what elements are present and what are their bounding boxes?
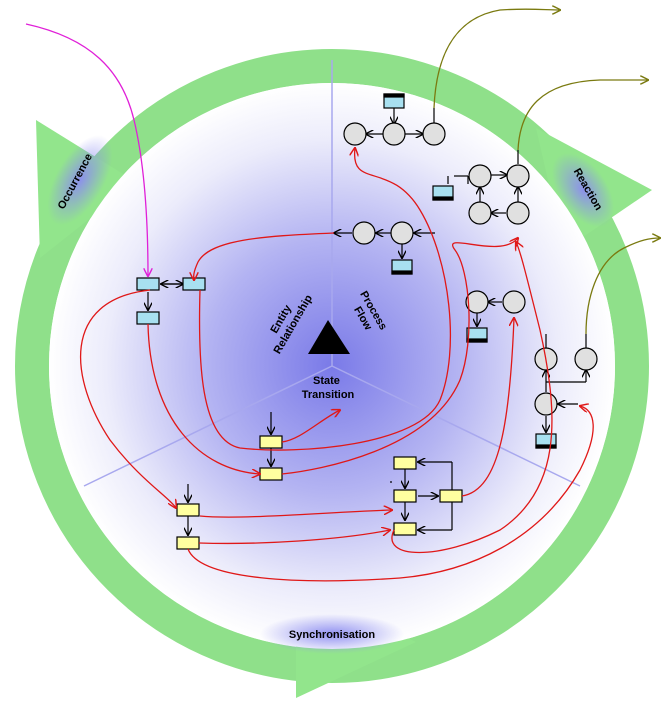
- state-transition-label: State Transition: [302, 375, 355, 401]
- sector-divider-left: [83, 365, 333, 487]
- transitions: [383, 93, 557, 449]
- red-link: [199, 510, 392, 518]
- place-node: [343, 122, 367, 146]
- place-node: [506, 164, 530, 188]
- place-node: [390, 221, 414, 245]
- state-boxes: [176, 435, 463, 550]
- occurrence-events: [136, 277, 206, 325]
- place-node: [468, 201, 492, 225]
- places: [343, 122, 598, 416]
- place-node: [502, 290, 526, 314]
- ring-labels: Occurrence Reaction Synchronisation: [47, 135, 615, 654]
- place-node: [422, 122, 446, 146]
- state-box: [393, 522, 417, 536]
- state-box: [393, 489, 417, 503]
- occurrence-input-link: [25, 23, 148, 276]
- red-link: [461, 318, 514, 497]
- red-link: [281, 410, 340, 443]
- red-link: [391, 242, 553, 554]
- state-box: [259, 435, 283, 449]
- red-link: [198, 530, 390, 545]
- red-link: [187, 406, 594, 582]
- red-link: [198, 148, 452, 451]
- place-node: [382, 122, 406, 146]
- red-link: [281, 238, 518, 475]
- state-box: [259, 467, 283, 481]
- place-node: [534, 392, 558, 416]
- event-box: [136, 311, 160, 325]
- transition-box: [383, 93, 405, 109]
- state-box: [176, 536, 200, 550]
- place-node: [506, 201, 530, 225]
- reaction-output-links: [433, 9, 660, 335]
- reaction-output-link: [433, 9, 560, 109]
- center-triangle-icon: [308, 320, 350, 354]
- place-node: [465, 290, 489, 314]
- event-box: [136, 277, 160, 291]
- place-node: [352, 221, 376, 245]
- state-box: [176, 503, 200, 517]
- transition-box: [391, 259, 413, 275]
- transition-box: [432, 185, 454, 201]
- synchronisation-label: Synchronisation: [289, 629, 375, 641]
- sector-divider-right: [331, 365, 581, 487]
- red-link: [194, 232, 335, 280]
- place-node: [468, 164, 492, 188]
- transition-box: [535, 433, 557, 449]
- red-link: [147, 323, 260, 474]
- red-link: [79, 289, 176, 508]
- state-box: [439, 489, 463, 503]
- state-box: [393, 456, 417, 470]
- place-node: [574, 347, 598, 371]
- transition-box: [466, 327, 488, 343]
- reaction-output-link: [585, 238, 660, 335]
- reaction-output-link: [517, 80, 648, 151]
- red-links: [79, 148, 594, 582]
- sector-dividers: [83, 60, 581, 487]
